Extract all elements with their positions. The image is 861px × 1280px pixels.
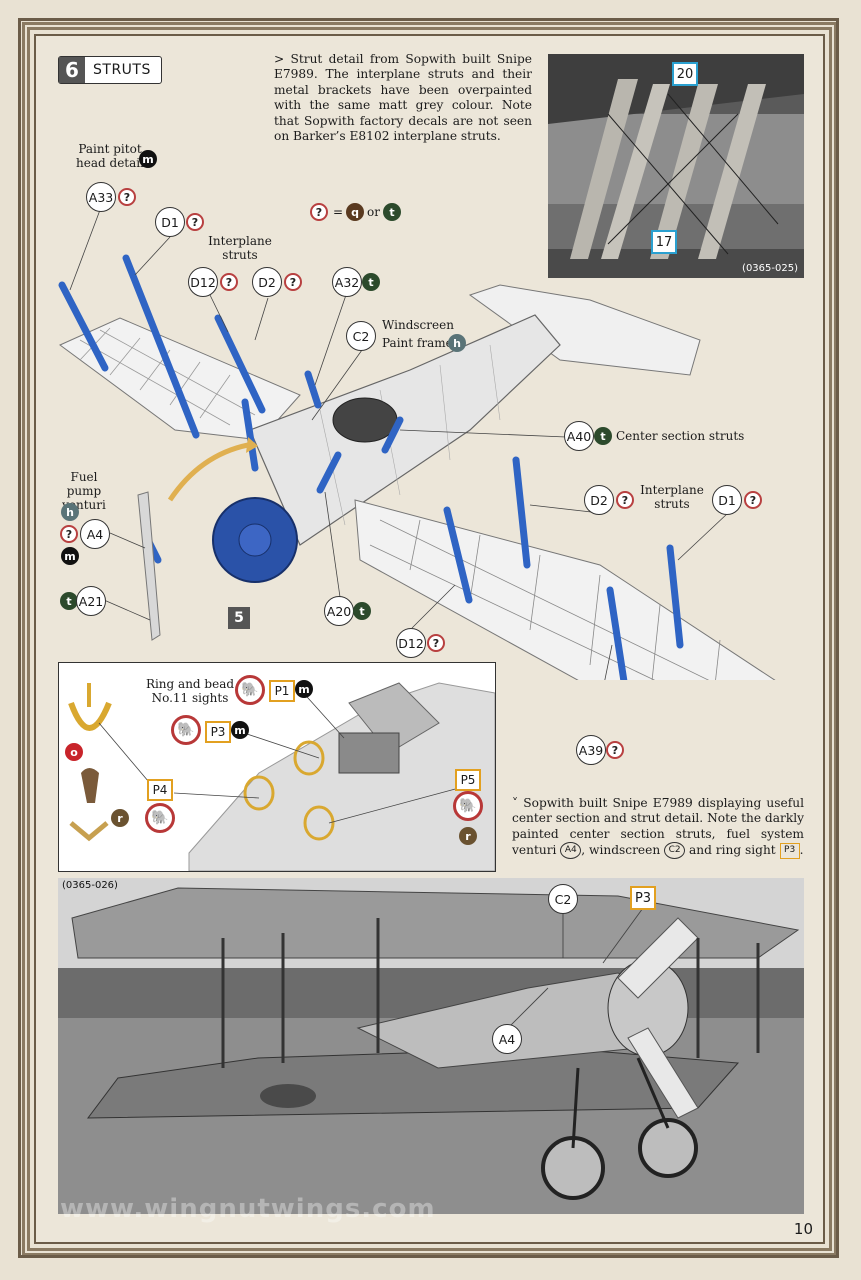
sights-detail-panel: Ring and bead No.11 sights 🐘 P1 m 🐘 P3 m… <box>58 662 496 872</box>
photo-callout-A4: A4 <box>492 1024 522 1054</box>
part-A20: A20 <box>324 596 354 626</box>
part-D1-lower: D1 <box>712 485 742 515</box>
paint-m-icon: m <box>139 150 157 168</box>
caption-part-A4: A4 <box>560 842 582 860</box>
elephant-icon: 🐘 <box>145 803 175 833</box>
part-D2-lower: D2 <box>584 485 614 515</box>
section-title: STRUTS <box>93 62 151 78</box>
paint-t-icon: t <box>362 273 380 291</box>
label-center-section-struts: Center section struts <box>616 429 745 443</box>
paint-unknown-icon: ? <box>606 741 624 759</box>
page-border-outer <box>18 18 839 1258</box>
caption-part-C2: C2 <box>664 842 686 860</box>
part-A4: A4 <box>80 519 110 549</box>
paint-t-icon: t <box>594 427 612 445</box>
caption-mid: , windscreen <box>581 843 661 858</box>
section-heading: 6 STRUTS <box>58 56 162 84</box>
paint-unknown-icon: ? <box>427 634 445 652</box>
caption-part-P3: P3 <box>779 842 800 859</box>
label-windscreen: Windscreen <box>382 318 454 332</box>
paint-h-icon: h <box>448 334 466 352</box>
legend-or: or <box>367 205 380 219</box>
legend-paint-q: q <box>346 203 364 221</box>
paint-unknown-icon: ? <box>220 273 238 291</box>
label-fuel-pump-venturi: Fuel pump venturi <box>62 470 106 512</box>
step-reference-5: 5 <box>228 607 250 629</box>
paint-t-icon: t <box>60 592 78 610</box>
paint-unknown-icon: ? <box>744 491 762 509</box>
paint-o-icon: o <box>65 743 83 761</box>
part-D2: D2 <box>252 267 282 297</box>
elephant-icon: 🐘 <box>171 715 201 745</box>
part-P4: P4 <box>147 779 173 801</box>
paint-h-icon: h <box>61 503 79 521</box>
label-paint-frame: Paint frame <box>382 336 453 350</box>
caption-lead: ˅ Sopwith built Snipe E7989 displaying u… <box>512 796 804 858</box>
part-A40: A40 <box>564 421 594 451</box>
legend-unknown-paint-icon: ? <box>310 203 328 221</box>
intro-paragraph: > Strut detail from Sopwith built Snipe … <box>274 52 532 144</box>
paint-unknown-icon: ? <box>186 213 204 231</box>
caption-end: . <box>799 843 804 858</box>
paint-r-icon: r <box>459 827 477 845</box>
paint-r-icon: r <box>111 809 129 827</box>
aircraft-illustration <box>58 209 776 680</box>
caption-mid2: and ring sight <box>688 843 776 858</box>
part-P5: P5 <box>455 769 481 791</box>
sights-illustration <box>68 682 495 871</box>
photo-reference: (0365-026) <box>62 880 118 891</box>
label-interplane-struts-top: Interplane struts <box>208 234 272 262</box>
paint-unknown-icon: ? <box>616 491 634 509</box>
page-border-pattern <box>22 22 837 1256</box>
part-P1: P1 <box>269 680 295 702</box>
elephant-icon: 🐘 <box>453 791 483 821</box>
part-A21: A21 <box>76 586 106 616</box>
part-P3: P3 <box>205 721 231 743</box>
label-ring-bead-sights: Ring and bead No.11 sights <box>145 677 235 705</box>
part-A33: A33 <box>86 182 116 212</box>
strut-detail-photo: 20 17 (0365-025) <box>548 54 804 278</box>
paint-unknown-icon: ? <box>284 273 302 291</box>
part-A39: A39 <box>576 735 606 765</box>
section-number: 6 <box>59 57 85 83</box>
photo-callout-P3: P3 <box>630 886 656 910</box>
paint-unknown-icon: ? <box>60 525 78 543</box>
photo-caption: ˅ Sopwith built Snipe E7989 displaying u… <box>512 796 804 860</box>
paint-m-icon: m <box>295 680 313 698</box>
part-D1: D1 <box>155 207 185 237</box>
watermark: www.wingnutwings.com <box>60 1194 436 1224</box>
photo-callout-C2: C2 <box>548 884 578 914</box>
part-D12: D12 <box>188 267 218 297</box>
part-A32: A32 <box>332 267 362 297</box>
legend-paint-t: t <box>383 203 401 221</box>
elephant-icon: 🐘 <box>235 675 265 705</box>
aircraft-photo-illustration <box>58 878 804 1214</box>
label-paint-pitot: Paint pitot head detail <box>76 142 144 170</box>
paint-t-icon: t <box>353 602 371 620</box>
snipe-e7989-photo: (0365-026) C2 P3 A4 <box>58 878 804 1214</box>
photo-callout-17: 17 <box>651 230 677 254</box>
paint-unknown-icon: ? <box>118 188 136 206</box>
page-number: 10 <box>793 1220 813 1238</box>
photo-reference: (0365-025) <box>742 263 798 274</box>
part-C2: C2 <box>346 321 376 351</box>
photo-callout-20: 20 <box>672 62 698 86</box>
legend-equals: = <box>333 205 344 219</box>
paint-m-icon: m <box>231 721 249 739</box>
paint-m-icon: m <box>61 547 79 565</box>
part-D12-lower: D12 <box>396 628 426 658</box>
label-interplane-struts-right: Interplane struts <box>640 483 704 511</box>
